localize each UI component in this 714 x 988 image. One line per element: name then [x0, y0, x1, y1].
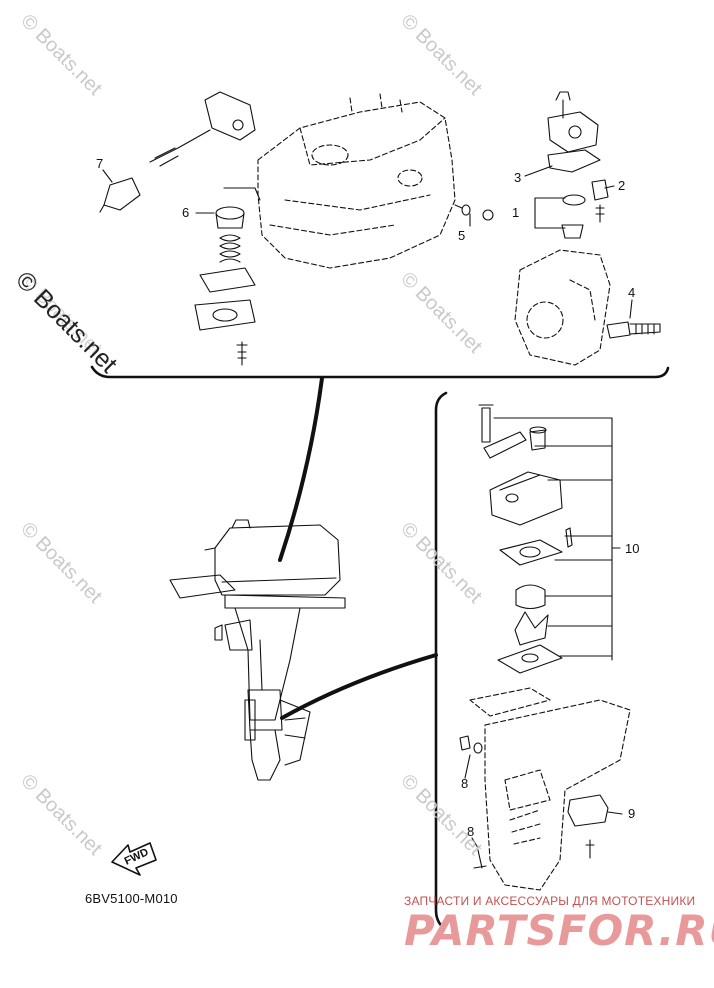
anode-9: [567, 794, 609, 827]
callout-1: 1: [512, 205, 520, 220]
leader-line-lower: [280, 653, 438, 720]
fwd-arrow: [111, 842, 157, 876]
callout-2: 2: [618, 178, 626, 193]
callout-8: 8: [461, 776, 469, 791]
cylinder-head: [514, 249, 611, 366]
callout-7: 7: [96, 156, 104, 171]
right-panel-bracket: [434, 391, 448, 930]
outboard-motor: [169, 519, 346, 781]
lower-casing: [469, 687, 631, 891]
thermostat-group: [194, 187, 261, 366]
diagram-code: 6BV5100-M010: [85, 891, 178, 906]
bolt-8: [459, 735, 487, 869]
water-pump-group: [478, 404, 573, 674]
callout-6: 6: [182, 205, 190, 220]
callout-10: 10: [625, 541, 640, 556]
fuel-pump-assembly: [99, 91, 256, 213]
callout-4: 4: [628, 285, 636, 300]
callout-3: 3: [514, 170, 522, 185]
top-panel-bracket: [90, 365, 670, 379]
callout-9: 9: [628, 806, 636, 821]
promo-logo[interactable]: PARTSFOR.RU: [404, 906, 714, 955]
callout-5: 5: [458, 228, 466, 243]
leader-line-top: [278, 376, 324, 562]
promo-tagline: ЗАПЧАСТИ И АКСЕССУАРЫ ДЛЯ МОТОТЕХНИКИ: [404, 894, 696, 908]
engine-block: [257, 93, 456, 269]
drain-bolt-5: [454, 204, 494, 221]
thermostat-cover-group: [547, 91, 609, 239]
spark-plug-4: [606, 321, 661, 339]
callout-8: 8: [467, 824, 475, 839]
